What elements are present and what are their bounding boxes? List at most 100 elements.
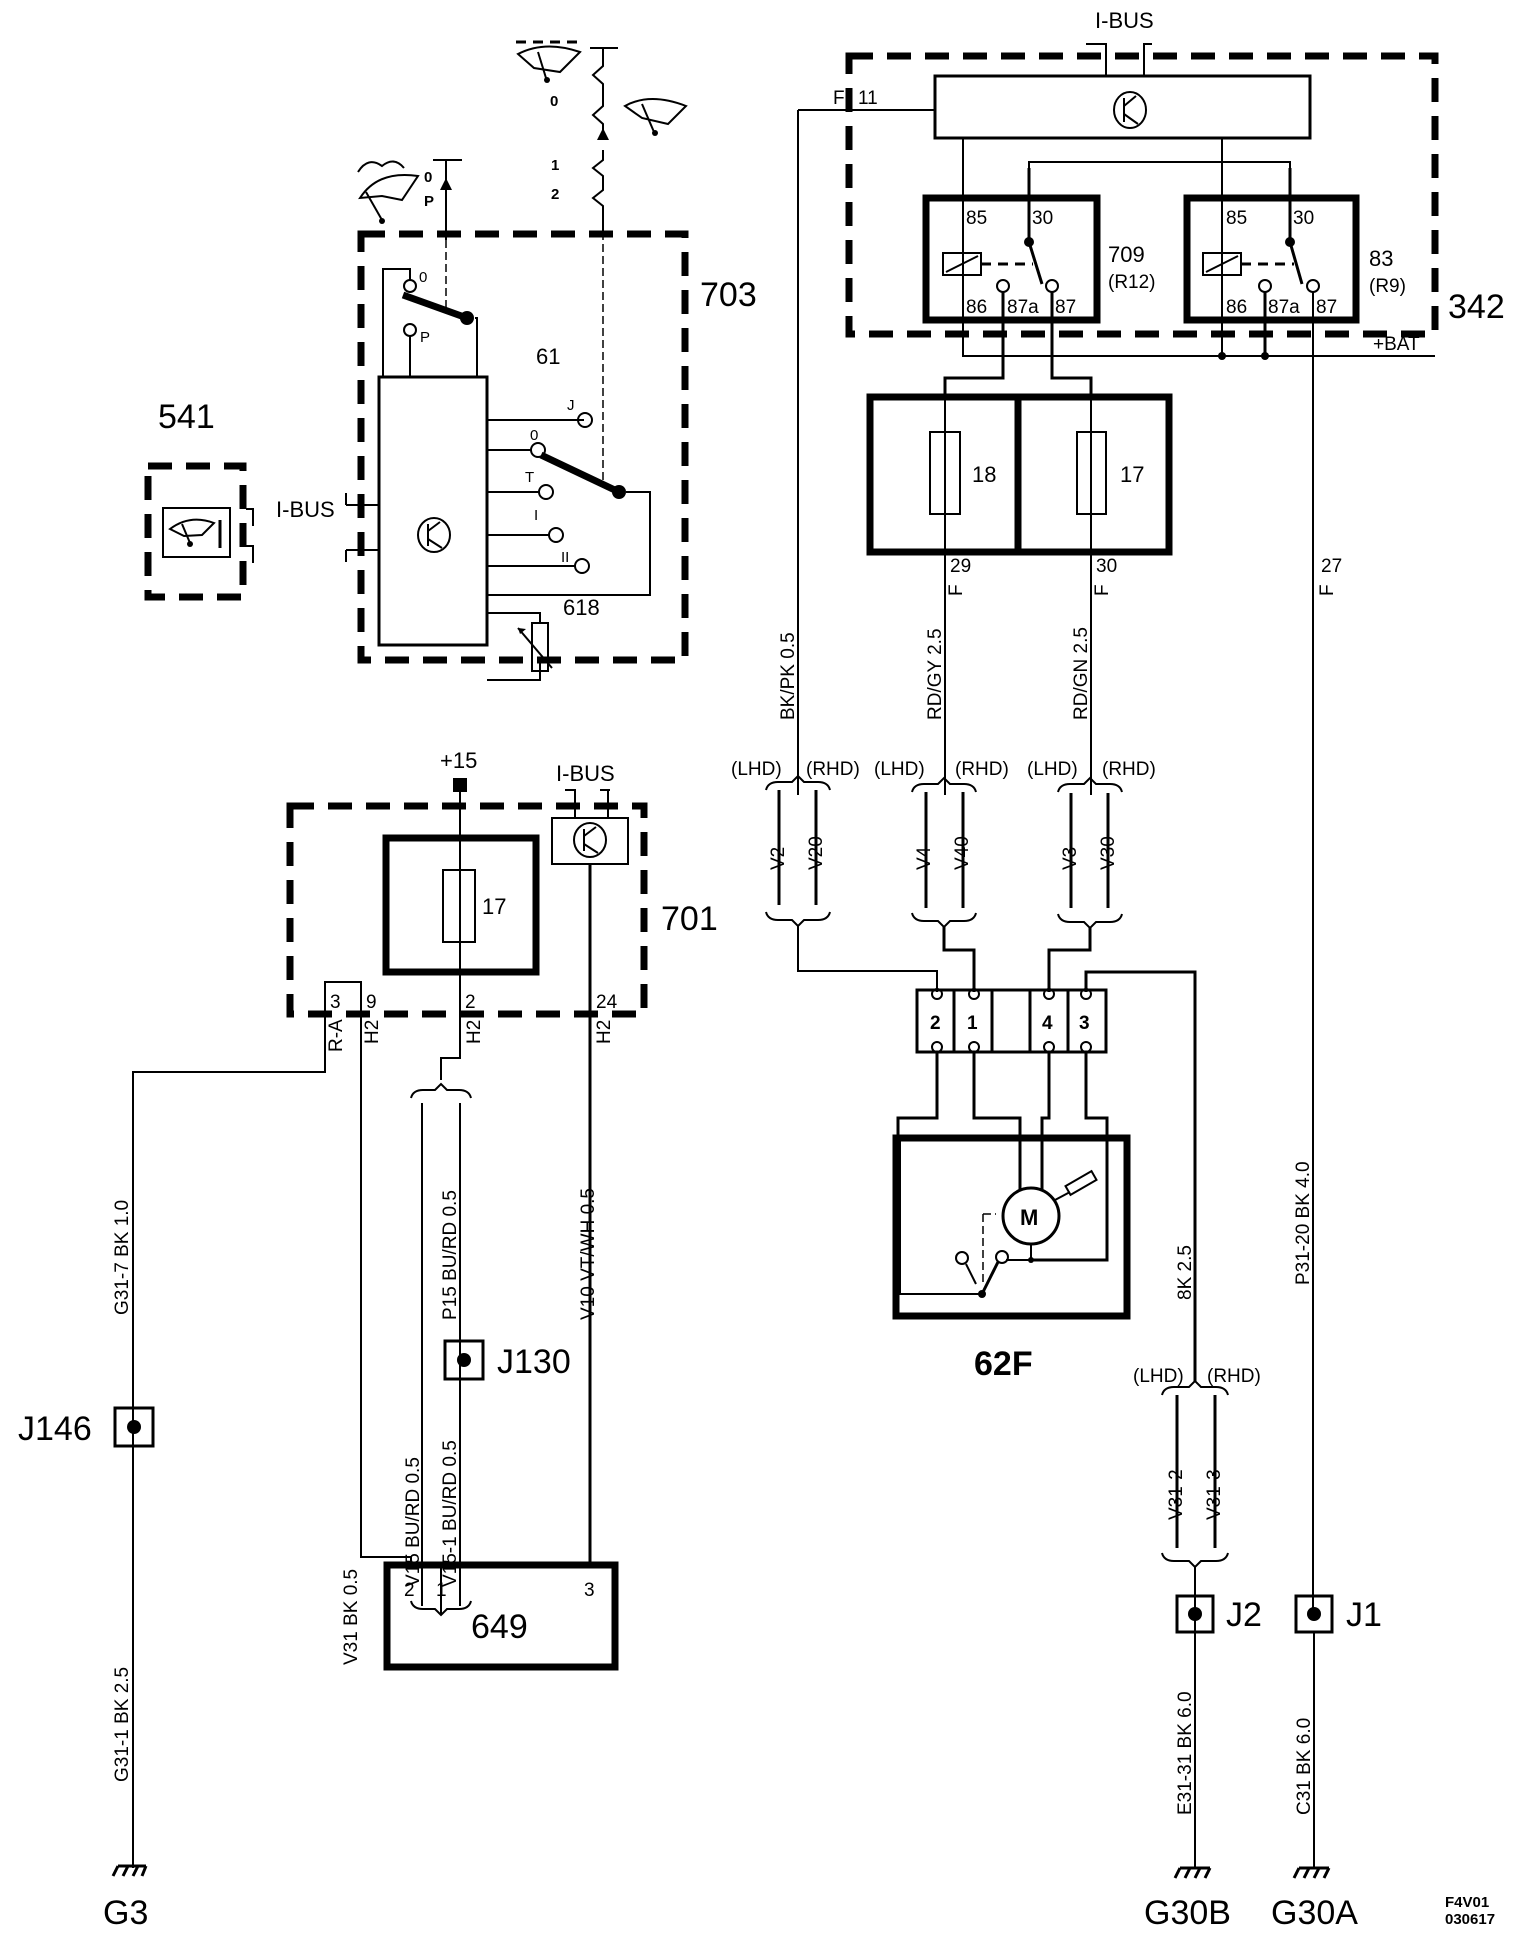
wire-to-pin4 [1047,928,1092,992]
splice-dot [127,1420,141,1434]
relay-709: 85 30 86 87a 87 709 (R12) [922,168,1156,324]
wire-v3: V3 [1060,847,1081,870]
module-541: 541 [144,398,254,601]
switch-contact-lead [965,1263,977,1285]
pin-87: 87 [1316,297,1337,318]
bat-label: +BAT [1373,334,1420,355]
pin-code-ra: R-A [326,1019,347,1052]
transistor-icon [573,822,607,858]
arrow-icon [440,178,452,190]
pin-87: 87 [1055,297,1076,318]
connector-pin [931,988,943,1000]
ibus-connector-541 [246,508,254,563]
lever-pos-2: 2 [551,186,559,203]
brace-top [765,774,831,791]
brace-top [1161,1379,1229,1396]
wire-label-e3131: E31-31 BK 6.0 [1175,1691,1196,1815]
pin-30: 30 [1293,208,1314,229]
variant-split-3: (LHD) (RHD) V3 V30 [1027,759,1156,930]
variant-split-4: (LHD) (RHD) V31-2 V31-3 [1133,1366,1261,1569]
wire-v31 [324,981,412,1563]
wire-label-g317: G31-7 BK 1.0 [112,1200,133,1315]
switch-pivot [460,311,474,325]
wire-v4: V4 [914,846,935,870]
wiper-indicator-icon [162,507,231,558]
relay-83-box [1183,194,1360,324]
ground-g30a-label: G30A [1271,1894,1358,1932]
splice-dot [457,1353,471,1367]
wire-v2: V2 [768,847,789,870]
module-342-boundary [845,52,1439,338]
contact-i-label: I [534,507,538,524]
wire-g31 [132,1012,326,1868]
park-switch-icon [401,291,469,322]
ground-g3-label: G3 [103,1894,148,1932]
pin-3: 3 [330,992,341,1013]
wiper-arm-icon [1064,1169,1098,1197]
junction-dot [1218,352,1226,360]
sensor-arrow [517,627,553,669]
connector-pin-1: 1 [967,1013,978,1034]
pin-27: 27 [1321,556,1342,577]
wire-label-bkpk: BK/PK 0.5 [778,632,799,720]
ground-icon [1173,1866,1212,1879]
contact-ii-label: II [561,549,569,566]
brace-bottom [765,911,831,928]
f11-pin-number: 11 [858,88,878,109]
connector-dividers [952,990,1070,1052]
lever-pos-1: 1 [551,157,559,174]
ibus-label-701: I-BUS [556,761,615,786]
wire-motor-d [1031,1052,1109,1262]
lhd-label: (LHD) [731,759,782,780]
wiper-glyph [168,518,216,538]
module-701-label: 701 [661,900,718,938]
wire-label-bk25: 8K 2.5 [1175,1245,1196,1300]
relay-83-label: 83 [1369,246,1393,271]
lever-pos-0: 0 [424,169,432,186]
motor-62F-label: 62F [974,1345,1033,1383]
splice-j1-label: J1 [1346,1596,1382,1634]
wire-v31-2: V31-2 [1166,1469,1187,1520]
contact-j [577,412,593,428]
lever-pos-p: P [424,193,434,210]
connector-pin-2: 2 [930,1013,941,1034]
wire-87-to-fuse17 [1050,292,1093,397]
module-701: +15 I-BUS 701 17 3 9 2 24 R-A H2 H2 H2 [132,748,718,1868]
wire-label-p15: P15 BU/RD 0.5 [440,1190,461,1320]
contact-t-label: T [525,469,534,486]
lever-pos-0: 0 [550,93,558,110]
wire-motor-a [896,1052,939,1138]
switch-pivot [612,485,626,499]
pin-code-f: F [946,584,967,596]
ground-g30b: G30B [1144,1866,1231,1932]
connector-pin-3: 3 [1079,1013,1090,1034]
contact-0-label: 0 [419,269,427,286]
splice-j2-label: J2 [1226,1596,1262,1634]
wire-sw-0 [382,268,411,377]
variant-wires [924,792,965,908]
wire-bat-bus [962,138,1435,357]
lhd-label: (LHD) [1027,759,1078,780]
switch-pivot [978,1290,986,1298]
contact-0 [403,279,417,293]
pin-code-h2: H2 [362,1020,383,1044]
supply-terminal-icon [453,778,467,792]
module-541-boundary [144,462,247,601]
control-unit-703 [377,375,489,647]
pin-2: 2 [404,1580,415,1601]
ground-icon [1292,1866,1331,1879]
relay-83: 85 30 86 87a 87 83 (R9) [1183,168,1406,356]
wire-p15 [440,792,461,1080]
pin-30: 30 [1032,208,1053,229]
wire-sw-common [475,317,478,377]
wire-label-p3120: P31-20 BK 4.0 [1293,1161,1314,1285]
wiper-switch-icon [539,451,621,496]
contact-pivot [1285,237,1295,247]
wire-motor-c [1040,1052,1051,1190]
relay-709-alt: (R12) [1108,272,1156,293]
module-649: 2 1 3 649 [383,1561,619,1671]
pin-30: 30 [1096,556,1117,577]
contact-87a [996,279,1010,293]
lhd-label: (LHD) [874,759,925,780]
